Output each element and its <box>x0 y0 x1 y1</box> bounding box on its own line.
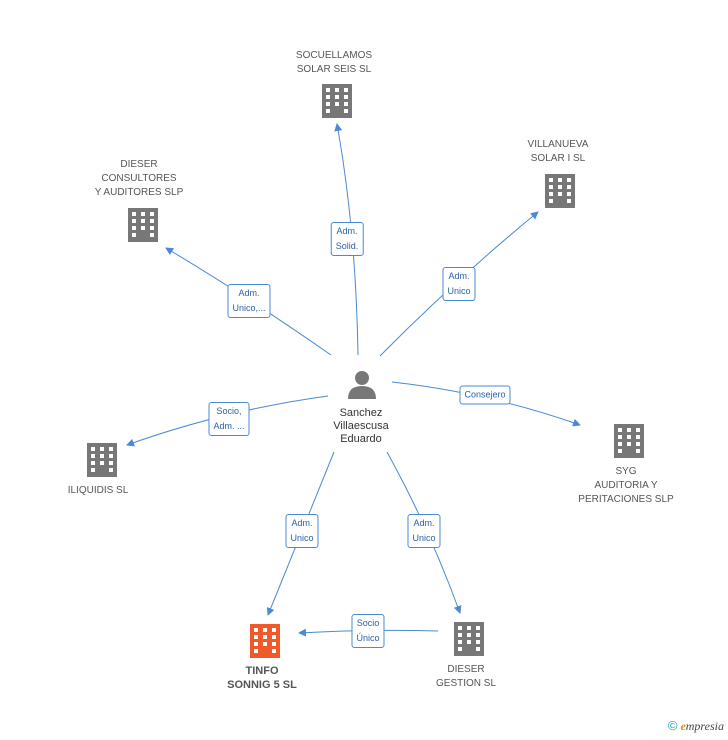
edge-label-villanueva[interactable]: Adm. Unico <box>442 267 476 301</box>
building-icon <box>87 443 117 477</box>
edge-label-dieser-gestion[interactable]: Adm. Unico <box>407 514 441 548</box>
node-label-socuellamos[interactable]: SOCUELLAMOS SOLAR SEIS SL <box>295 50 373 75</box>
edge-label-socuellamos[interactable]: Adm. Solid. <box>330 222 364 256</box>
node-label-tinfo[interactable]: TINFO SONNIG 5 SL <box>227 665 297 691</box>
node-label-dieser-consultores[interactable]: DIESER CONSULTORES Y AUDITORES SLP <box>94 159 184 198</box>
node-label-dieser-gestion[interactable]: DIESER GESTION SL <box>435 664 497 689</box>
edge-label-syg[interactable]: Consejero <box>459 385 511 405</box>
node-label-syg[interactable]: SYG AUDITORIA Y PERITACIONES SLP <box>578 466 674 505</box>
edge-label-iliquidis[interactable]: Socio, Adm. ... <box>208 402 250 436</box>
building-icon <box>128 208 158 242</box>
building-icon <box>322 84 352 118</box>
building-icon <box>614 424 644 458</box>
center-person-label[interactable]: Sanchez Villaescusa Eduardo <box>333 407 389 445</box>
building-icon <box>454 622 484 656</box>
edge-label-tinfo[interactable]: Adm. Unico <box>285 514 319 548</box>
node-label-iliquidis[interactable]: ILIQUIDIS SL <box>67 485 129 496</box>
building-icon-focus <box>250 624 280 658</box>
brand-logo: empresia <box>680 719 724 733</box>
edge-label-dieser-consultores[interactable]: Adm. Unico,... <box>227 284 271 318</box>
edge-label-gestion-tinfo[interactable]: Socio Único <box>351 614 385 648</box>
node-label-villanueva[interactable]: VILLANUEVA SOLAR I SL <box>527 139 589 164</box>
copyright-icon: © <box>667 718 678 733</box>
building-icon <box>545 174 575 208</box>
person-icon <box>348 371 376 399</box>
footer-brand: ©empresia <box>668 718 724 734</box>
